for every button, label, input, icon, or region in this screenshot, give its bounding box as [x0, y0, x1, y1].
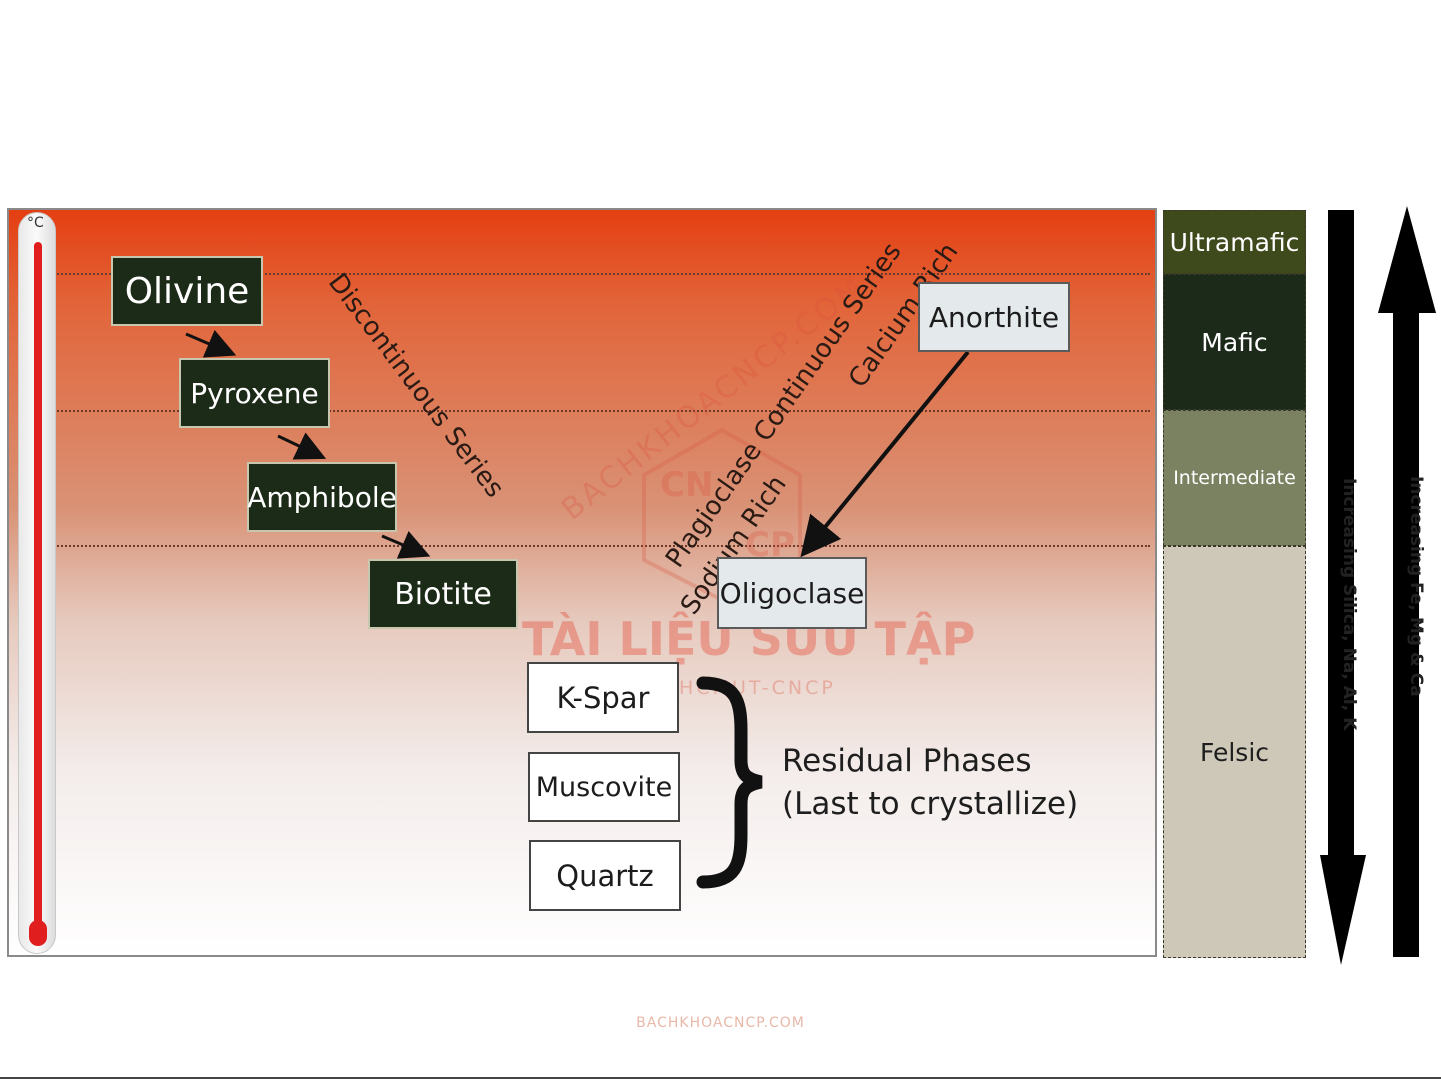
down-arrow-shaft	[1328, 210, 1354, 870]
composition-mafic: Mafic	[1163, 274, 1306, 410]
composition-felsic-label: Felsic	[1199, 737, 1270, 767]
mineral-k-spar: K-Spar	[527, 662, 679, 733]
watermark-logo-top: CN	[660, 465, 714, 505]
thermometer-bulb	[29, 920, 47, 946]
up-arrow-head	[1378, 206, 1436, 313]
thermometer-mercury	[34, 242, 42, 932]
mineral-pyroxene: Pyroxene	[179, 358, 330, 428]
composition-ultramafic: Ultramafic	[1163, 210, 1306, 274]
arrow-pyroxene-amphibole	[277, 432, 327, 460]
down-arrow-head	[1320, 855, 1366, 965]
up-arrow-shaft	[1393, 305, 1419, 957]
composition-felsic: Felsic	[1163, 546, 1306, 958]
temperature-divider	[50, 273, 1150, 275]
arrow-anorthite-oligoclase	[800, 350, 970, 558]
composition-intermediate-label: Intermediate	[1173, 467, 1296, 489]
mineral-quartz: Quartz	[529, 840, 681, 911]
composition-intermediate: Intermediate	[1163, 410, 1306, 546]
mineral-olivine: Olivine	[111, 256, 263, 326]
mineral-biotite: Biotite	[368, 559, 518, 629]
arrow-olivine-pyroxene	[185, 329, 237, 358]
composition-mafic-label: Mafic	[1201, 327, 1268, 357]
mineral-oligoclase: Oligoclase	[717, 557, 867, 629]
temperature-divider	[50, 410, 1150, 412]
residual-brace-icon	[696, 676, 763, 889]
bottom-divider	[0, 1077, 1441, 1079]
increasing-arrows	[1320, 206, 1436, 965]
temperature-divider	[50, 545, 1150, 547]
residual-subtitle: (Last to crystallize)	[782, 786, 1079, 822]
composition-ultramafic-label: Ultramafic	[1169, 227, 1300, 257]
footer-watermark: BACHKHOACNCP.COM	[636, 1015, 805, 1031]
residual-title: Residual Phases	[782, 743, 1032, 779]
mineral-anorthite: Anorthite	[918, 282, 1070, 352]
residual-phases-label: Residual Phases (Last to crystallize)	[782, 740, 1078, 826]
mineral-muscovite: Muscovite	[528, 752, 680, 822]
mineral-amphibole: Amphibole	[247, 462, 397, 532]
down-arrow-label: Increasing Silica, Na, Al, K	[1339, 478, 1359, 731]
up-arrow-label: Increasing Fe, Mg & Ca	[1406, 476, 1426, 697]
arrow-amphibole-biotite	[381, 530, 431, 559]
thermometer-unit: °C	[27, 215, 44, 231]
